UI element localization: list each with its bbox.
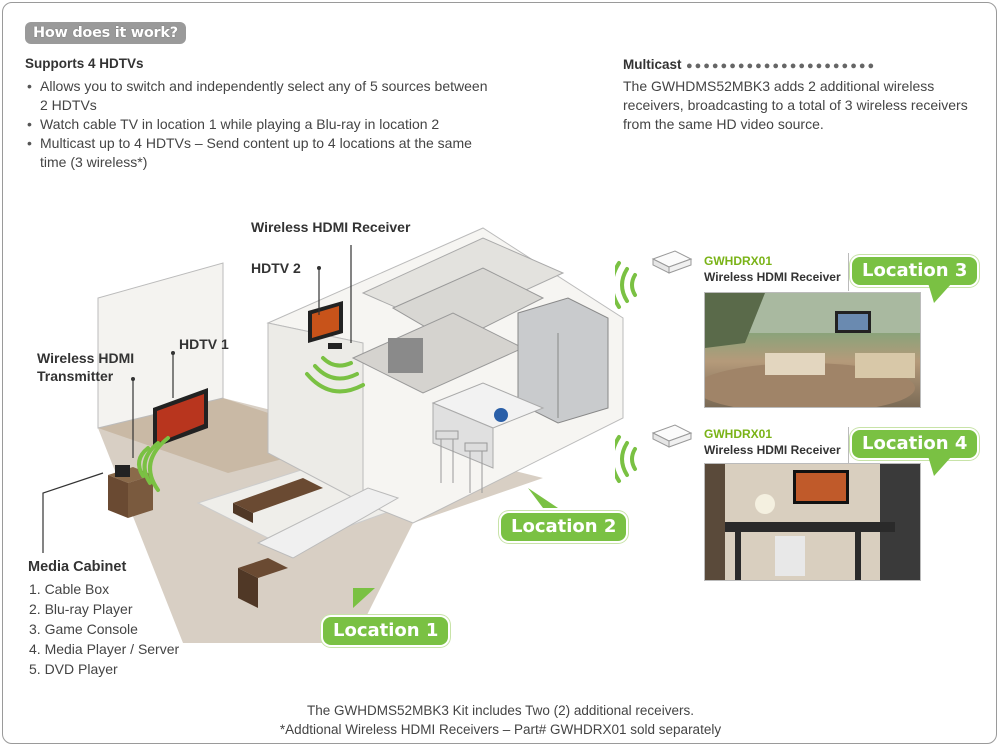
footer-line2: *Addtional Wireless HDMI Receivers – Par… [279,722,722,737]
receiver4-graphic [615,424,693,483]
oven [388,338,423,373]
wireless-receiver-label: Wireless HDMI Receiver [251,219,411,235]
fruit-bowl [494,408,508,422]
receiver3-desc: Wireless HDMI Receiver [704,270,841,284]
multicast-title: Multicast [623,57,682,72]
location4-office-photo [704,463,921,581]
dotted-rule: ●●●●●●●●●●●●●●●●●●●●●● [685,60,877,72]
location4-badge: Location 4 [852,430,978,458]
side-table [238,558,288,578]
source-item: 1. Cable Box [29,581,110,597]
media-cabinet-title: Media Cabinet [28,559,127,575]
sofa [256,487,400,559]
receiver4-desc: Wireless HDMI Receiver [704,443,841,457]
bullet-item: Watch cable TV in location 1 while playi… [25,115,495,134]
multicast-heading: Multicast ●●●●●●●●●●●●●●●●●●●●●● [623,56,876,74]
location2-pointer [528,488,558,508]
location4-pointer [928,456,952,476]
stool [435,430,459,440]
transmitter-label-line1: Wireless HDMI [37,350,135,366]
hdtv1-label: HDTV 1 [179,336,229,352]
location1-badge: Location 1 [323,617,449,645]
divider [848,253,849,291]
source-item: 4. Media Player / Server [29,641,180,657]
stool [464,442,488,452]
receiver3-graphic [615,250,693,309]
divider [848,427,849,465]
transmitter-label: Wireless HDMI Transmitter [37,349,134,385]
wireless-waves-tv2 [305,356,365,394]
source-item: 5. DVD Player [29,661,118,677]
hdtvs-title: Supports 4 HDTVs [25,56,144,71]
receiver4-model: GWHDRX01 [704,427,773,441]
media-cabinet-list: 1. Cable Box 2. Blu-ray Player 3. Game C… [29,579,179,679]
receiver-box [328,343,342,349]
transmitter-box [115,465,130,477]
location3-patio-photo [704,292,921,408]
wireless-waves-icon [615,435,637,483]
hdtvs-bullet-list: Allows you to switch and independently s… [25,77,495,172]
patio-scene [705,293,920,407]
cabinet-leader [42,472,104,553]
wireless-waves-icon [615,261,637,309]
island-front [432,402,494,469]
office-scene [705,464,920,580]
source-item: 2. Blu-ray Player [29,601,133,617]
office-chair [775,536,805,576]
desk [725,522,895,532]
coffee-table [233,478,323,513]
hdtv2-label: HDTV 2 [251,260,301,276]
patio-chairs [765,353,825,375]
multicast-text: The GWHDMS52MBK3 adds 2 additional wirel… [623,78,968,132]
header-title: How does it work? [25,22,186,44]
location2-badge: Location 2 [501,513,627,541]
house-illustration [42,227,624,643]
source-item: 3. Game Console [29,621,138,637]
location3-badge: Location 3 [852,257,978,285]
transmitter-label-line2: Transmitter [37,368,114,384]
location3-pointer [928,283,952,303]
wireless-waves-tv1 [137,436,170,492]
bullet-item: Allows you to switch and independently s… [25,77,495,115]
location1-pointer [353,588,375,608]
receiver3-model: GWHDRX01 [704,254,773,268]
footer-line1: The GWHDMS52MBK3 Kit includes Two (2) ad… [307,703,694,718]
bullet-item: Multicast up to 4 HDTVs – Send content u… [25,134,495,172]
